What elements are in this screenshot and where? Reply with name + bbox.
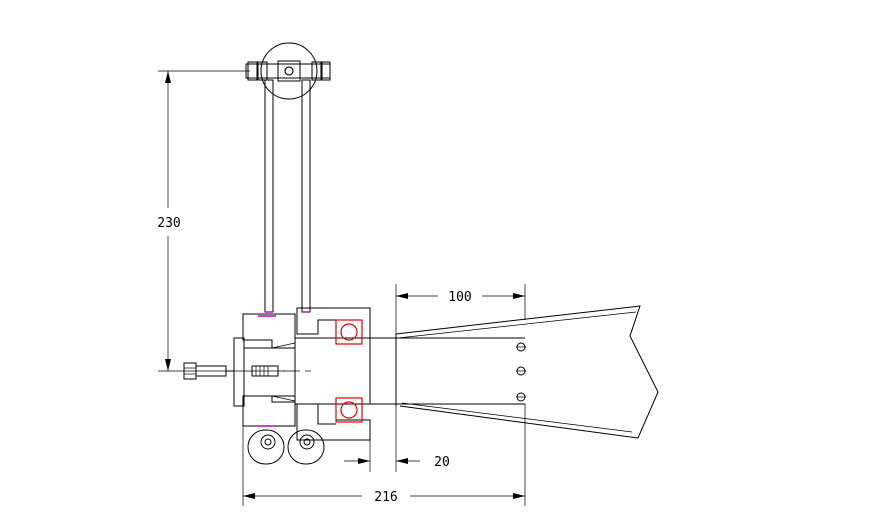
- dimension-top-span: 100: [395, 284, 526, 334]
- top-pulley-wheel: [260, 42, 318, 100]
- dimension-overall: 216: [242, 404, 526, 506]
- arm-left: [264, 79, 274, 313]
- roller-right: [287, 429, 325, 465]
- upper-bearing: [335, 319, 363, 345]
- hub-housing: [233, 307, 371, 441]
- height-dimension-label: 230: [157, 216, 180, 231]
- top-span-dimension-label: 100: [448, 290, 471, 305]
- vertical-arms: [264, 79, 311, 313]
- dimension-small-span: 20: [344, 406, 450, 472]
- top-nut-right: [311, 61, 322, 81]
- roller-left: [247, 429, 285, 465]
- arm-right: [301, 79, 311, 313]
- small-span-dimension-label: 20: [434, 455, 450, 470]
- bottom-rollers: [247, 429, 325, 465]
- left-flange: [233, 337, 245, 407]
- blade-body: [370, 305, 659, 439]
- lower-bearing: [335, 397, 363, 423]
- top-pulley-assembly: [245, 42, 331, 100]
- dimension-height: 230: [157, 70, 250, 371]
- overall-dimension-label: 216: [374, 490, 397, 505]
